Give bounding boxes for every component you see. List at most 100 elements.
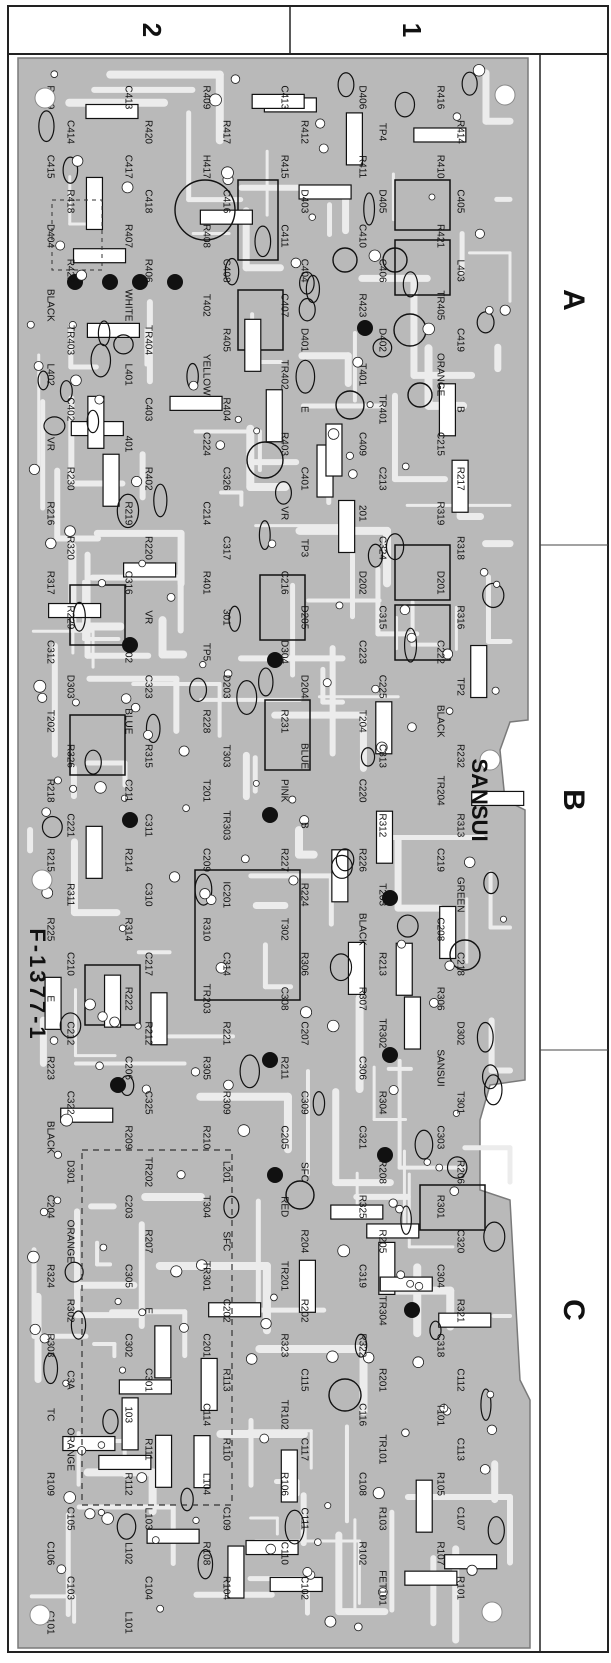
capacitor-footprint [335,848,355,872]
solder-pad [94,394,105,405]
component-label: C305 [122,1264,133,1288]
component-label: C219 [434,848,445,872]
component-label: TR402 [278,360,289,390]
component-label: R110 [220,1438,231,1462]
solder-pad [366,401,374,409]
solder-pad [196,1259,208,1271]
component-label: R113 [220,1368,231,1392]
component-label: R401 [200,571,211,595]
component-label: T302 [278,918,289,941]
component-label: R101 [454,1576,465,1600]
capacitor-footprint [403,627,418,663]
component-label: L104 [200,1473,211,1496]
component-label: R403 [278,432,289,456]
component-label: R104 [220,1576,231,1600]
component-label: R211 [278,1056,289,1080]
transistor-pad [377,1147,393,1163]
solder-pad [318,143,329,154]
transformer-footprint [394,604,451,661]
electrolytic-capacitor [285,1180,315,1210]
component-label: B [454,406,465,413]
solder-pad [324,1615,337,1628]
component-label: L102 [122,1542,133,1565]
component-label: R108 [200,1541,211,1565]
solder-pad [53,1150,62,1159]
solder-pad [439,1403,449,1413]
mounting-hole [31,869,53,891]
solder-pad [345,451,354,460]
capacitor-footprint [483,871,499,895]
solder-pad [245,1353,258,1365]
solder-pad [37,692,48,703]
solder-pad [493,580,501,588]
component-label: R321 [454,1299,465,1323]
component-label: C115 [298,1368,309,1392]
mounting-hole [29,1604,51,1626]
component-label: TR403 [64,325,75,355]
capacitor-footprint [337,72,355,98]
resistor-footprint [72,248,127,264]
component-label: C216 [278,571,289,595]
component-label: R418 [64,189,75,213]
component-label: R325 [356,1195,367,1219]
solder-pad [169,871,181,883]
component-label: C316 [122,571,133,595]
capacitor-footprint [64,1261,84,1283]
component-label: C218 [454,952,465,976]
component-label: TR201 [278,1261,289,1291]
component-label: BLUE [298,743,309,769]
component-label: C419 [454,328,465,352]
component-label: GREEN [454,877,465,913]
solder-pad [371,684,380,694]
transistor-pad [267,652,283,668]
component-label: C413 [278,85,289,109]
component-label: C221 [64,813,75,837]
solder-pad [449,1186,460,1196]
solder-pad [348,469,358,479]
component-label: C319 [356,1264,367,1288]
transformer-footprint [264,699,311,771]
transformer-footprint [194,869,301,1001]
component-label: L402 [44,364,55,387]
component-label: R317 [44,571,55,595]
component-label: C326 [220,467,231,491]
resistor-footprint [269,1576,323,1593]
capacitor-footprint [372,337,393,358]
component-label: T201 [200,779,211,802]
resistor-footprint [439,905,457,960]
component-label: R230 [64,467,75,491]
component-label: TR204 [434,776,445,806]
component-label: C3A [64,1370,75,1390]
component-label: R223 [44,1056,55,1080]
solder-pad [53,776,62,785]
transistor-pad [357,320,373,336]
component-label: C102 [298,1576,309,1600]
capacitor-footprint [239,1054,261,1089]
capacitor-footprint [483,1221,506,1252]
component-label: R326 [64,744,75,768]
component-label: R227 [278,848,289,872]
component-label: C207 [298,1021,309,1045]
capacitor-footprint [312,1090,326,1116]
resistor-footprint [85,103,139,120]
solder-pad [97,1011,108,1022]
solder-pad [182,804,190,812]
solder-pad [188,380,199,391]
capacitor-footprint [43,1352,59,1385]
component-label: ORANGE [64,1220,75,1264]
component-label: R210 [200,1125,211,1149]
component-label: B [298,822,309,829]
component-label: C322 [64,1091,75,1115]
solder-pad [95,1061,104,1071]
solder-pad [97,1508,105,1517]
solder-pad [435,1163,444,1172]
component-label: D406 [356,85,367,109]
solder-pad [55,240,66,251]
solder-pad [109,1016,120,1028]
component-label: C402 [64,397,75,421]
solder-pad [422,322,435,336]
component-label: D405 [376,189,387,213]
solder-pad [388,1085,399,1096]
capacitor-footprint [180,1487,194,1512]
solder-pad [270,1293,278,1302]
